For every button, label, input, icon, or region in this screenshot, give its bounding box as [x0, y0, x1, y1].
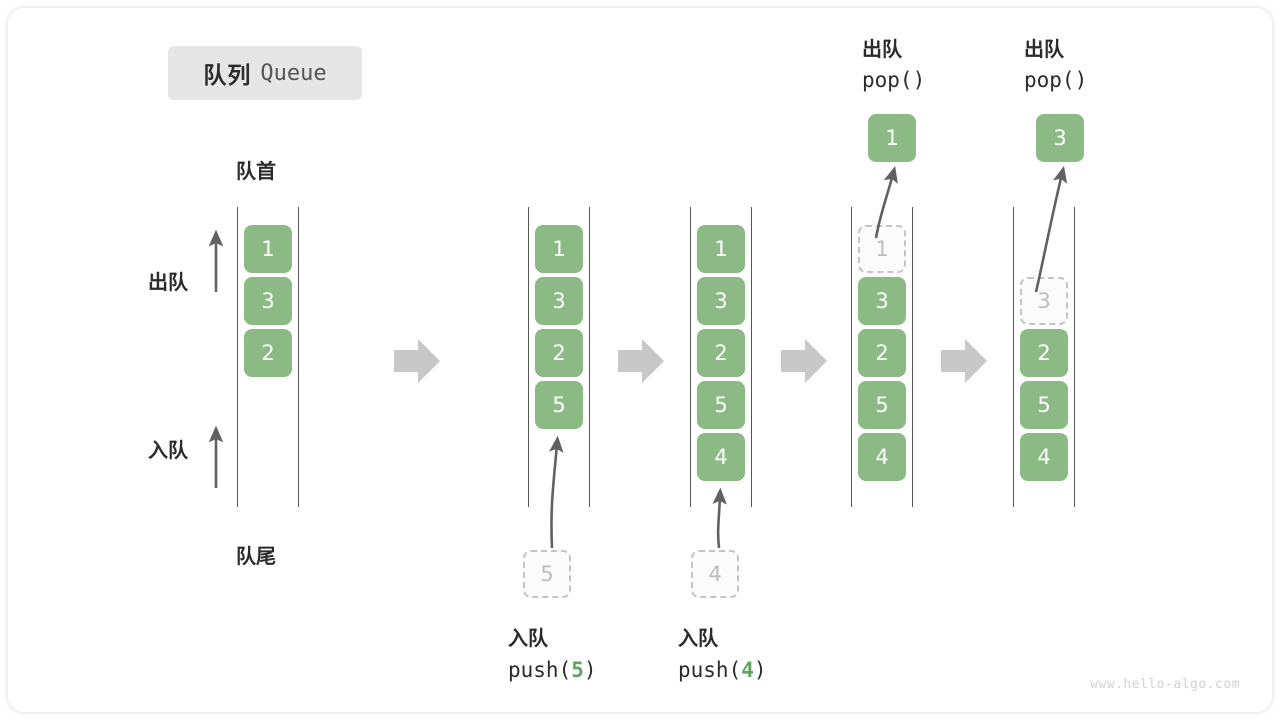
- queue-cell: 3: [858, 277, 906, 325]
- caption-pop-3-cn: 出队: [1024, 37, 1064, 61]
- label-head: 队首: [236, 159, 276, 183]
- watermark: www.hello-algo.com: [1090, 677, 1240, 692]
- step-arrow-1: [394, 339, 440, 383]
- popped-item-3: 3: [1036, 114, 1084, 162]
- rail-left: [528, 207, 529, 507]
- push-4-code-text: push(4): [678, 658, 767, 682]
- title-chinese: 队列: [203, 63, 252, 89]
- incoming-ghost-5: 5: [523, 550, 571, 598]
- queue-cell: 5: [858, 381, 906, 429]
- queue-cell: 4: [697, 433, 745, 481]
- rail-right: [1074, 207, 1075, 507]
- queue-cell: 5: [535, 381, 583, 429]
- rail-right: [751, 207, 752, 507]
- rail-right: [298, 207, 299, 507]
- queue-cell-vacated: 3: [1020, 277, 1068, 325]
- queue-cell-vacated: 1: [858, 225, 906, 273]
- caption-push-4-code: push(4): [678, 658, 767, 682]
- caption-push-5-code: push(5): [508, 658, 597, 682]
- rail-left: [237, 207, 238, 507]
- step-arrow-4: [941, 339, 987, 383]
- incoming-ghost-4: 4: [691, 550, 739, 598]
- caption-pop-3-code: pop(): [1024, 68, 1088, 92]
- queue-cell: 3: [697, 277, 745, 325]
- push-5-arg: 5: [571, 658, 584, 682]
- label-enqueue: 入队: [148, 438, 188, 462]
- push-4-arg: 4: [741, 658, 754, 682]
- queue-cell: 2: [858, 329, 906, 377]
- title-english: Queue: [260, 60, 327, 86]
- label-tail: 队尾: [236, 544, 276, 568]
- step-arrow-2: [618, 339, 664, 383]
- rail-left: [1013, 207, 1014, 507]
- caption-pop-1-cn: 出队: [862, 37, 902, 61]
- diagram-title-badge: 队列 Queue: [168, 46, 362, 100]
- push-5-code-text: push(5): [508, 658, 597, 682]
- queue-cell: 2: [244, 329, 292, 377]
- queue-cell: 2: [1020, 329, 1068, 377]
- rail-right: [589, 207, 590, 507]
- caption-push-4-cn: 入队: [678, 626, 718, 650]
- rail-right: [912, 207, 913, 507]
- popped-item-1: 1: [868, 114, 916, 162]
- queue-cell: 3: [244, 277, 292, 325]
- queue-cell: 1: [535, 225, 583, 273]
- queue-cell: 2: [697, 329, 745, 377]
- caption-pop-1-code: pop(): [862, 68, 926, 92]
- queue-cell: 3: [535, 277, 583, 325]
- step-arrow-3: [781, 339, 827, 383]
- rail-left: [851, 207, 852, 507]
- queue-cell: 4: [1020, 433, 1068, 481]
- queue-cell: 1: [244, 225, 292, 273]
- queue-cell: 4: [858, 433, 906, 481]
- queue-cell: 1: [697, 225, 745, 273]
- caption-push-5-cn: 入队: [508, 626, 548, 650]
- queue-cell: 5: [697, 381, 745, 429]
- rail-left: [690, 207, 691, 507]
- queue-cell: 2: [535, 329, 583, 377]
- label-dequeue: 出队: [148, 270, 188, 294]
- queue-cell: 5: [1020, 381, 1068, 429]
